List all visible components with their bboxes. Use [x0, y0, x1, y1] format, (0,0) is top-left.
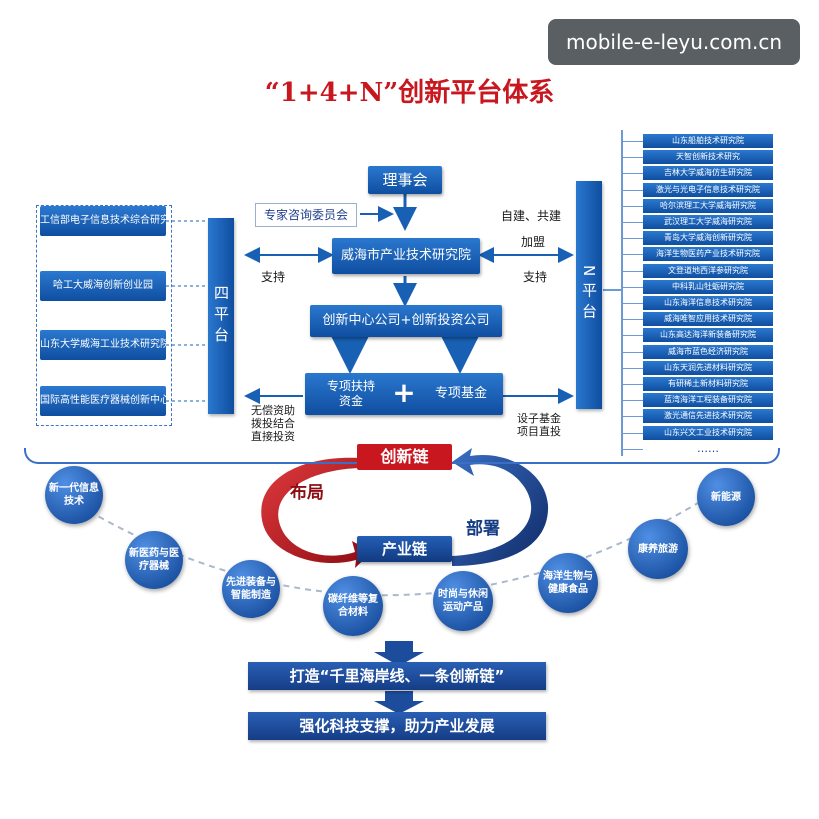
left-funding-label: 无偿资助 拨投结合 直接投资 — [251, 404, 295, 443]
n-platform-tick — [623, 335, 643, 337]
council-box: 理事会 — [368, 166, 442, 194]
n-platform-tick — [623, 141, 643, 142]
expert-committee-box: 专家咨询委员会 — [255, 203, 357, 227]
n-platform-tick — [623, 416, 643, 418]
watermark: mobile-e-leyu.com.cn — [548, 19, 800, 65]
n-platform-tick — [623, 189, 643, 191]
n-platform-tick — [623, 367, 643, 369]
plus-sign: + — [392, 376, 416, 409]
n-platform-item: …… — [697, 441, 719, 455]
n-platform-tick — [623, 286, 643, 288]
industry-circle: 康养旅游 — [628, 519, 688, 579]
n-platform-item: 天智创新技术研究 — [643, 150, 773, 165]
industry-circle: 时尚与休闲运动产品 — [433, 571, 493, 631]
n-platform-item: 海洋生物医药产业技术研究院 — [643, 247, 773, 262]
n-platform-item: 山东高达海洋新装备研究院 — [643, 328, 773, 343]
special-fund-label: 专项基金 — [434, 386, 487, 401]
n-platform-tick — [623, 351, 643, 353]
n-platform-tick — [623, 157, 643, 159]
n-platform-item: 山东海洋信息技术研究院 — [643, 296, 773, 310]
right-support-label: 支持 — [522, 270, 547, 284]
n-platform-tick — [623, 384, 643, 385]
n-platform-bar: N平台 — [576, 181, 602, 409]
right-build-label: 自建、共建 — [500, 209, 561, 223]
special-support-box: 专项扶持 资金 + 专项基金 — [305, 373, 503, 415]
n-platform-tick — [623, 432, 643, 434]
page-title: “1+4+N”创新平台体系 — [264, 78, 555, 108]
n-platform-item: 哈尔滨理工大学威海研究院 — [643, 198, 773, 213]
n-platform-item: 威海市蓝色经济研究院 — [643, 344, 773, 359]
special-support-label: 专项扶持 资金 — [326, 379, 375, 408]
right-fund-label: 设子基金 项目直投 — [517, 412, 561, 438]
n-platform-tick — [623, 205, 643, 207]
innovation-chain-label: 创新链 — [357, 444, 452, 470]
n-platform-item: 威海唯智应用技术研究院 — [643, 312, 773, 327]
n-platform-item: 中科乳山牡蛎研究院 — [643, 279, 773, 294]
n-platform-frame — [621, 130, 779, 456]
n-platform-item: 山东兴文工业技术研究院 — [643, 425, 773, 440]
n-platform-tick — [623, 448, 643, 450]
industry-chain-label: 产业链 — [357, 536, 452, 562]
bottom-banner-2: 强化科技支撑，助力产业发展 — [248, 712, 546, 740]
industry-circle: 海洋生物与健康食品 — [538, 553, 598, 613]
deploy-label: 部署 — [466, 519, 500, 539]
industry-circle: 先进装备与智能制造 — [222, 560, 280, 618]
n-platform-tick — [623, 270, 643, 272]
n-platform-tick — [623, 319, 643, 321]
n-platform-tick — [623, 400, 643, 402]
n-platform-item: 吉林大学威海仿生研究院 — [643, 166, 773, 181]
n-platform-item: 武汉理工大学威海研究院 — [643, 215, 773, 229]
left-platform-frame — [36, 205, 172, 426]
n-platform-item: 文登道地西洋参研究院 — [643, 263, 773, 278]
n-platform-tick — [623, 173, 643, 175]
n-platform-tick — [623, 238, 643, 240]
industry-circle: 新一代信息技术 — [45, 466, 103, 524]
n-platform-item: 蓝湾海洋工程装备研究院 — [643, 393, 773, 408]
n-platform-tick — [623, 303, 643, 304]
industry-circle: 新医药与医疗器械 — [125, 531, 183, 589]
left-platform-item: 山东大学威海工业技术研究院 — [40, 330, 166, 360]
left-platform-item: 哈工大威海创新创业园 — [40, 271, 166, 301]
bottom-banner-1: 打造“千里海岸线、一条创新链” — [248, 662, 546, 690]
n-platform-item: 激光通信先进技术研究院 — [643, 409, 773, 424]
left-platform-item: 国际高性能医疗器械创新中心 — [40, 386, 166, 416]
n-platform-item: 山东船舶技术研究院 — [643, 134, 773, 148]
n-platform-item: 有研稀土新材料研究院 — [643, 377, 773, 391]
left-support-label: 支持 — [260, 270, 285, 284]
n-platform-tick — [623, 222, 643, 223]
institute-box: 威海市产业技术研究院 — [332, 238, 480, 274]
n-platform-item: 激光与光电子信息技术研究院 — [643, 182, 773, 197]
n-platform-item: 青岛大学威海创新研究院 — [643, 231, 773, 246]
right-join-label: 加盟 — [520, 235, 545, 249]
layout-label: 布局 — [290, 483, 324, 503]
industry-circle: 新能源 — [697, 468, 755, 526]
companies-box: 创新中心公司+创新投资公司 — [310, 305, 502, 337]
left-platform-item: 工信部电子信息技术综合研究中心 — [40, 206, 166, 236]
industry-circle: 碳纤维等复合材料 — [323, 576, 383, 636]
n-platform-tick — [623, 254, 643, 256]
n-platform-item: 山东天润先进材料研究院 — [643, 360, 773, 375]
four-platform-bar: 四平台 — [208, 218, 234, 414]
